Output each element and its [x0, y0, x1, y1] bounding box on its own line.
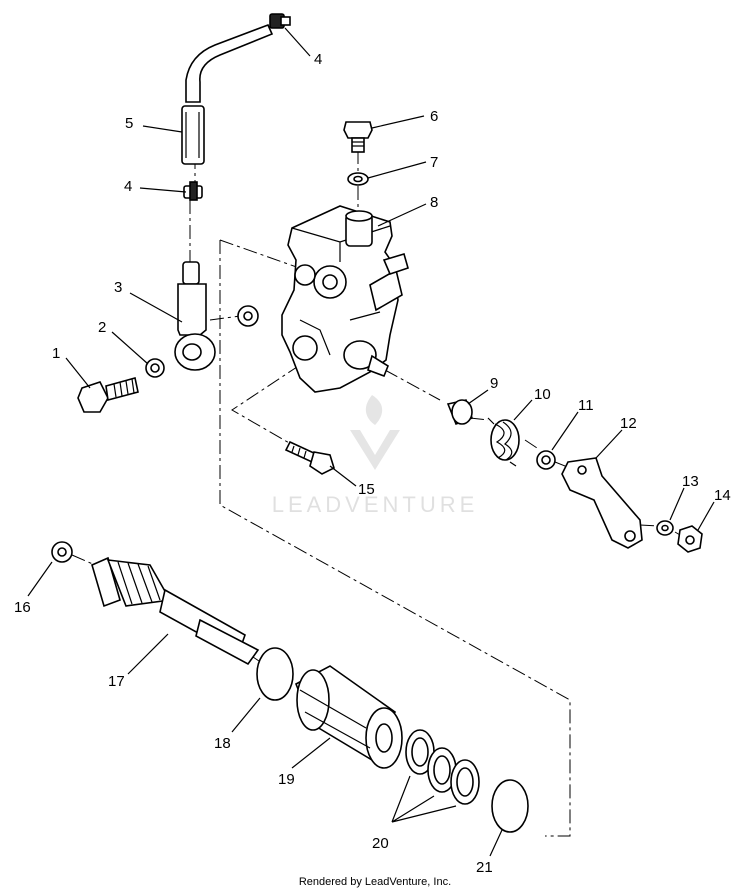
- label-17: 17: [108, 673, 125, 690]
- label-1: 1: [52, 345, 60, 362]
- o-ring-21: [491, 779, 529, 833]
- washer-2: [145, 358, 165, 378]
- label-11: 11: [578, 397, 594, 414]
- fuel-hose: [181, 23, 274, 165]
- label-10: 10: [534, 386, 551, 403]
- washer-11: [536, 450, 556, 470]
- label-7: 7: [430, 154, 438, 171]
- drive-shaft-17: [91, 556, 260, 666]
- watermark-text: LEADVENTURE: [272, 492, 479, 517]
- bushing-9: [446, 399, 474, 426]
- label-15: 15: [358, 481, 375, 498]
- label-16: 16: [14, 599, 31, 616]
- label-9: 9: [490, 375, 498, 392]
- shims-20: [405, 729, 480, 805]
- oil-pump-body: [281, 205, 409, 393]
- washer-pump-inlet: [237, 305, 259, 327]
- label-4-top: 4: [314, 51, 322, 68]
- sleeve-19: [294, 665, 403, 769]
- label-18: 18: [214, 735, 231, 752]
- bolt-6: [343, 121, 373, 153]
- watermark: LEADVENTURE: [272, 395, 479, 517]
- banjo-fitting: [174, 261, 216, 371]
- washer-7: [347, 172, 369, 186]
- washer-16: [51, 541, 73, 563]
- washer-13: [656, 520, 674, 536]
- label-20: 20: [372, 835, 389, 852]
- label-5: 5: [125, 115, 133, 132]
- leader-lines: [27, 27, 715, 857]
- label-14: 14: [714, 487, 731, 504]
- nut-14: [677, 525, 703, 553]
- footer-credit: Rendered by LeadVenture, Inc.: [298, 876, 452, 888]
- pump-lever-12: [561, 457, 643, 549]
- label-8: 8: [430, 194, 438, 211]
- bolt-15: [284, 440, 335, 475]
- label-21: 21: [476, 859, 493, 876]
- hose-clamp-lower: [183, 181, 203, 201]
- assembly-guide-lines: [71, 130, 686, 837]
- o-ring-18: [256, 647, 294, 701]
- label-6: 6: [430, 108, 438, 125]
- label-3: 3: [114, 279, 122, 296]
- spring-10: [487, 417, 520, 467]
- banjo-bolt: [77, 377, 139, 413]
- label-4-lower: 4: [124, 178, 132, 195]
- label-2: 2: [98, 319, 106, 336]
- label-12: 12: [620, 415, 637, 432]
- part-labels: 1 2 3 4 4 5 6 7 8 9 10 11 12 13 14 15 16…: [14, 51, 731, 876]
- label-19: 19: [278, 771, 295, 788]
- hose-clamp-top: [269, 13, 291, 29]
- label-13: 13: [682, 473, 699, 490]
